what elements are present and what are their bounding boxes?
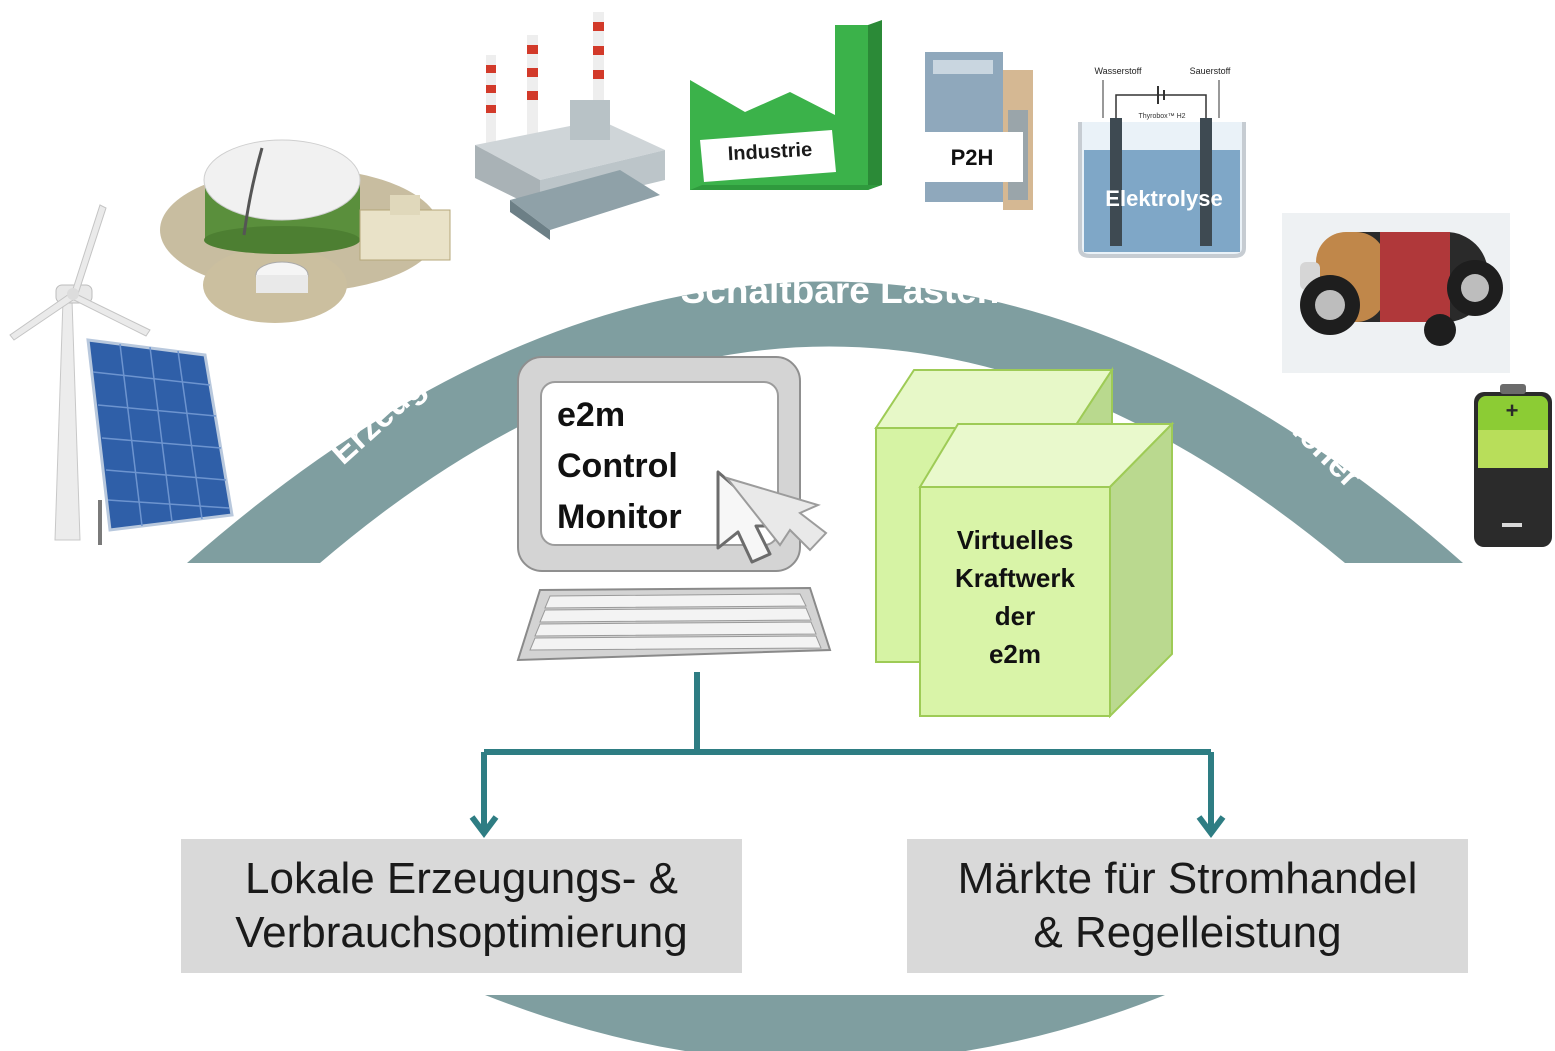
electrolysis-label: Elektrolyse bbox=[1105, 186, 1223, 211]
biogas-plant-icon bbox=[160, 139, 451, 323]
vpp-line-4: e2m bbox=[988, 639, 1042, 669]
arc-label-top: Schaltbare Lasten bbox=[680, 270, 1000, 311]
bottom-bowl bbox=[485, 995, 1165, 1051]
battery-icon: + bbox=[1474, 384, 1552, 547]
output-right-line-1: Märkte für Stromhandel bbox=[957, 854, 1418, 903]
monitor-text: e2m Control Monitor bbox=[557, 390, 682, 543]
vpp-line-2: Kraftwerk bbox=[955, 563, 1075, 593]
output-left-line-1: Lokale Erzeugungs- & bbox=[245, 854, 678, 903]
electrolysis-icon bbox=[1078, 80, 1246, 258]
monitor-line-3: Monitor bbox=[557, 498, 682, 536]
electrolysis-device-label: Thyrobox™ H2 bbox=[1138, 113, 1186, 120]
p2h-label: P2H bbox=[950, 145, 994, 170]
vpp-cube-front bbox=[918, 421, 1175, 719]
power-plant-icon bbox=[475, 12, 665, 240]
output-box-local-optimization: Lokale Erzeugungs- & Verbrauchsoptimieru… bbox=[181, 839, 742, 973]
factory-icon bbox=[690, 20, 882, 190]
electrolysis-hydrogen-label: Wasserstoff bbox=[1094, 66, 1142, 76]
computer-monitor-icon bbox=[517, 356, 828, 572]
vpp-line-3: der bbox=[994, 601, 1036, 631]
vpp-text: Virtuelles Kraftwerk der e2m bbox=[920, 521, 1110, 673]
keyboard-icon bbox=[516, 586, 832, 662]
output-right-line-2: & Regelleistung bbox=[1033, 908, 1342, 957]
wind-turbine-icon bbox=[9, 204, 151, 541]
electrolysis-oxygen-label: Sauerstoff bbox=[1189, 66, 1231, 76]
monitor-line-2: Control bbox=[557, 447, 678, 485]
svg-text:+: + bbox=[1506, 398, 1519, 423]
output-left-line-2: Verbrauchsoptimierung bbox=[235, 908, 688, 957]
p2h-device-icon bbox=[921, 52, 1033, 210]
battery-car-icon bbox=[1282, 213, 1510, 373]
solar-panel-icon bbox=[86, 338, 234, 545]
connector-lines bbox=[469, 672, 1226, 838]
monitor-line-1: e2m bbox=[557, 396, 626, 434]
arch-band bbox=[187, 281, 1463, 563]
vpp-line-1: Virtuelles bbox=[956, 525, 1074, 555]
output-box-markets: Märkte für Stromhandel & Regelleistung bbox=[907, 839, 1468, 973]
